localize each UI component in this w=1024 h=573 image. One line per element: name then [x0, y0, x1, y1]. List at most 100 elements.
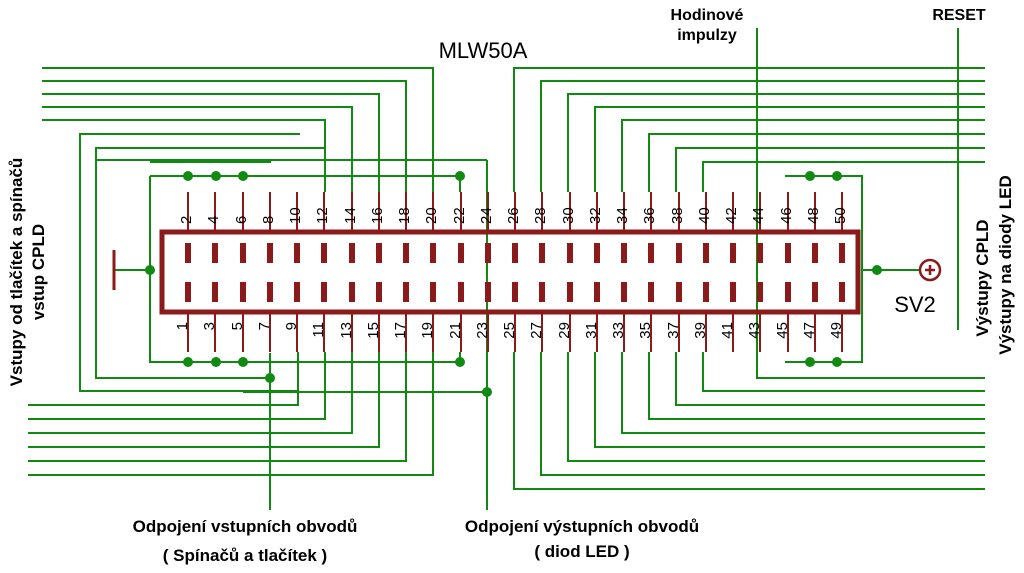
junction-dot — [872, 265, 882, 275]
pin-number-odd: 47 — [801, 322, 818, 339]
bus-line — [594, 106, 985, 192]
clock-label-line1: Hodinové — [671, 7, 744, 24]
clock-label-line2: impulzy — [677, 27, 737, 44]
vcc-symbol — [918, 258, 942, 282]
bus-line — [567, 352, 985, 462]
pin-number-even: 28 — [532, 207, 549, 224]
junction-dot — [805, 357, 815, 367]
part-name-label: MLW50A — [439, 38, 528, 63]
bottom-right-label-line1: Odpojení výstupních obvodů — [465, 517, 699, 536]
pin-number-even: 12 — [314, 207, 331, 224]
pin-number-odd: 49 — [828, 322, 845, 339]
pin-number-odd: 3 — [201, 322, 218, 330]
reset-label: RESET — [932, 7, 986, 24]
junctions-layer — [145, 171, 882, 397]
junction-dot — [805, 171, 815, 181]
bus-line — [42, 93, 380, 192]
bus-line — [513, 352, 985, 490]
right-side-label-line2: Výstupy na diody LED — [996, 175, 1015, 354]
pin-number-even: 26 — [505, 207, 522, 224]
bus-line — [702, 161, 985, 192]
bus-line — [28, 352, 407, 462]
labels-layer: MLW50A SV2 Hodinové impulzy RESET Vstupy… — [7, 7, 1015, 565]
bus-line — [675, 352, 985, 406]
bus-line — [648, 352, 985, 420]
pin-number-odd: 9 — [283, 322, 300, 330]
pin-number-odd: 13 — [338, 322, 355, 339]
bus-line — [513, 67, 985, 192]
bus-line — [28, 352, 353, 434]
pin-number-odd: 29 — [556, 322, 573, 339]
junction-dot — [455, 171, 465, 181]
pin-number-odd: 5 — [229, 322, 246, 330]
junction-dot — [183, 171, 193, 181]
pin-number-odd: 21 — [447, 322, 464, 339]
bottom-right-label-line2: ( diod LED ) — [534, 542, 629, 561]
pin-number-even: 6 — [233, 216, 250, 224]
bus-line — [42, 67, 434, 192]
junction-dot — [211, 357, 221, 367]
pin-number-odd: 19 — [419, 322, 436, 339]
pin-number-even: 48 — [805, 207, 822, 224]
bus-line — [95, 147, 325, 379]
clock-line — [756, 28, 985, 379]
pin-number-even: 38 — [669, 207, 686, 224]
left-side-label-line2: vstup CPLD — [29, 224, 48, 320]
pin-number-even: 44 — [750, 207, 767, 224]
bus-line — [675, 147, 985, 192]
junction-dot — [265, 373, 275, 383]
pin-number-even: 14 — [342, 207, 359, 224]
left-side-label-line1: Vstupy od tlačítek a spínačů — [7, 158, 26, 387]
junction-dot — [832, 171, 842, 181]
pin-number-odd: 31 — [583, 322, 600, 339]
pin-number-odd: 39 — [692, 322, 709, 339]
wires-layer — [28, 28, 985, 510]
junction-dot — [238, 171, 248, 181]
bus-line — [42, 119, 326, 192]
right-side-label-line1: Výstupy CPLD — [973, 219, 992, 336]
bus-line — [540, 80, 985, 192]
bus-line — [28, 352, 380, 448]
bus-line — [702, 352, 985, 392]
pin-number-odd: 15 — [365, 322, 382, 339]
pin-number-odd: 33 — [610, 322, 627, 339]
bus-line — [648, 133, 985, 192]
pin-number-even: 18 — [396, 207, 413, 224]
bus-line — [28, 352, 299, 406]
pin-number-even: 36 — [641, 207, 658, 224]
bus-line — [149, 176, 275, 363]
pin-number-odd: 43 — [746, 322, 763, 339]
bus-line — [621, 352, 985, 434]
bus-line — [540, 352, 985, 476]
pin-number-even: 4 — [205, 216, 222, 224]
pin-number-even: 10 — [287, 207, 304, 224]
junction-dot — [238, 357, 248, 367]
pin-number-even: 46 — [778, 207, 795, 224]
pin-number-even: 8 — [260, 216, 277, 224]
junction-dot — [455, 357, 465, 367]
connector-layer — [159, 192, 942, 352]
pin-number-odd: 27 — [528, 322, 545, 339]
ref-label: SV2 — [894, 292, 936, 317]
pin-number-odd: 17 — [392, 322, 409, 339]
junction-dot — [832, 357, 842, 367]
pin-number-even: 40 — [696, 207, 713, 224]
junction-dot — [211, 171, 221, 181]
pin-number-even: 50 — [832, 207, 849, 224]
pin-number-odd: 23 — [474, 322, 491, 339]
pin-number-even: 22 — [451, 207, 468, 224]
bus-line — [785, 175, 863, 363]
junction-dot — [183, 357, 193, 367]
pin-number-odd: 7 — [256, 322, 273, 330]
pin-number-even: 2 — [178, 216, 195, 224]
pin-number-odd: 11 — [310, 322, 327, 338]
bottom-left-label-line1: Odpojení vstupních obvodů — [133, 517, 358, 536]
pin-number-odd: 41 — [719, 322, 736, 339]
bus-line — [28, 352, 326, 420]
bus-line — [28, 352, 434, 476]
pin-number-odd: 35 — [637, 322, 654, 339]
pin-number-even: 42 — [723, 207, 740, 224]
pin-number-even: 16 — [369, 207, 386, 224]
bus-line — [150, 352, 461, 363]
pin-number-even: 30 — [560, 207, 577, 224]
